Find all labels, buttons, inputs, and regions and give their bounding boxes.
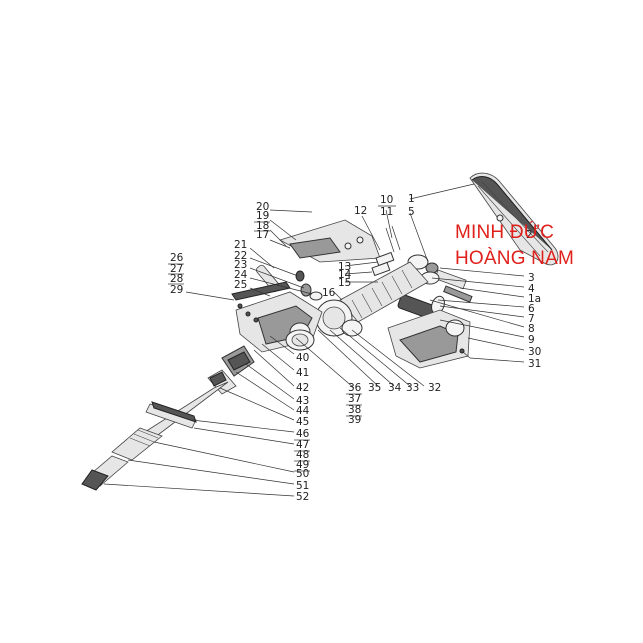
callout-group-underlines bbox=[168, 205, 396, 472]
callout-10: 10 bbox=[380, 194, 393, 206]
callout-52: 52 bbox=[296, 491, 309, 503]
callout-36: 36 bbox=[348, 382, 362, 394]
callout-39: 39 bbox=[348, 414, 361, 426]
callout-labels: 1 2 3 4 1a 5 6 7 8 9 10 11 12 13 14 15 1… bbox=[170, 193, 541, 503]
callout-50: 50 bbox=[296, 468, 309, 480]
callout-13: 13 bbox=[338, 261, 351, 273]
callout-40: 40 bbox=[296, 352, 309, 364]
callout-37: 37 bbox=[348, 393, 361, 405]
leader-lines bbox=[103, 183, 525, 497]
callout-4: 4 bbox=[528, 283, 535, 295]
callout-1a: 1a bbox=[528, 293, 541, 305]
screw bbox=[459, 348, 471, 359]
callout-47: 47 bbox=[296, 439, 309, 451]
callout-3: 3 bbox=[528, 272, 535, 284]
drive-shaft-parts bbox=[397, 294, 445, 320]
callout-25: 25 bbox=[234, 279, 247, 291]
callout-11: 11 bbox=[380, 206, 393, 218]
callout-20: 20 bbox=[256, 201, 269, 213]
callout-45: 45 bbox=[296, 416, 309, 428]
callout-48: 48 bbox=[296, 449, 309, 461]
handle-grip bbox=[221, 345, 255, 377]
bolt-set bbox=[371, 225, 401, 277]
callout-7: 7 bbox=[528, 313, 535, 325]
callout-51: 51 bbox=[296, 480, 309, 492]
callout-33: 33 bbox=[406, 382, 419, 394]
callout-46: 46 bbox=[296, 428, 310, 440]
callout-2: 2 bbox=[526, 229, 533, 241]
callout-26: 26 bbox=[170, 252, 184, 264]
callout-16: 16 bbox=[322, 287, 336, 299]
callout-12: 12 bbox=[354, 205, 367, 217]
callout-35: 35 bbox=[368, 382, 381, 394]
callout-41: 41 bbox=[296, 367, 309, 379]
telescopic-pole bbox=[81, 369, 237, 491]
callout-5: 5 bbox=[408, 206, 415, 218]
callout-8: 8 bbox=[528, 323, 535, 335]
callout-17: 17 bbox=[256, 229, 269, 241]
callout-32: 32 bbox=[428, 382, 441, 394]
callout-9: 9 bbox=[528, 334, 535, 346]
callout-34: 34 bbox=[388, 382, 402, 394]
callout-43: 43 bbox=[296, 395, 309, 407]
callout-31: 31 bbox=[528, 358, 541, 370]
callout-21: 21 bbox=[234, 239, 247, 251]
callout-22: 22 bbox=[234, 250, 247, 262]
callout-19: 19 bbox=[256, 210, 269, 222]
watermark-line-2: HOÀNG NAM bbox=[455, 248, 574, 269]
callout-44: 44 bbox=[296, 405, 310, 417]
callout-49: 49 bbox=[296, 459, 309, 471]
callout-29: 29 bbox=[170, 284, 183, 296]
callout-38: 38 bbox=[348, 404, 361, 416]
callout-24: 24 bbox=[234, 269, 248, 281]
callout-14: 14 bbox=[338, 269, 352, 281]
callout-42: 42 bbox=[296, 382, 309, 394]
callout-1: 1 bbox=[408, 193, 415, 205]
callout-27: 27 bbox=[170, 263, 183, 275]
callout-23: 23 bbox=[234, 259, 247, 271]
callout-28: 28 bbox=[170, 273, 183, 285]
callout-30: 30 bbox=[528, 346, 541, 358]
callout-15: 15 bbox=[338, 277, 351, 289]
gear-housing-cover bbox=[387, 309, 471, 369]
guide-bar bbox=[469, 172, 559, 266]
washer-set bbox=[285, 329, 315, 351]
callout-6: 6 bbox=[528, 303, 535, 315]
watermark-line-1: MINH ĐỨC bbox=[455, 222, 555, 243]
upper-bracket bbox=[278, 219, 381, 263]
callout-18: 18 bbox=[256, 220, 269, 232]
